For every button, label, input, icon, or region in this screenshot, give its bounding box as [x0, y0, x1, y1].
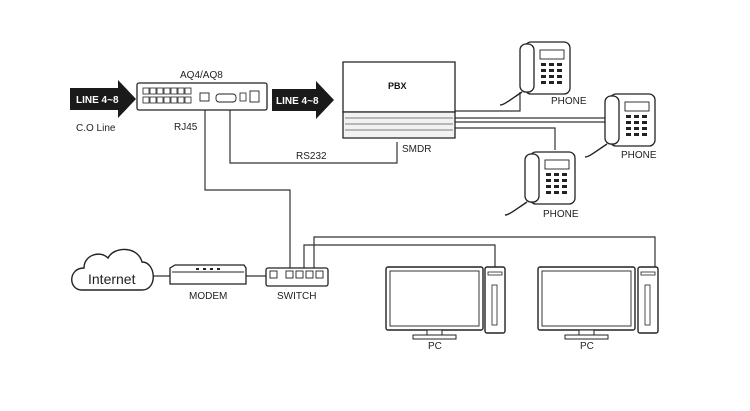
switch-pc2-wire: [313, 236, 656, 270]
smdr-label: SMDR: [402, 144, 431, 155]
phone-icon: [504, 151, 576, 216]
cloud-icon: [71, 248, 154, 291]
modem-label: MODEM: [189, 291, 227, 302]
tower-icon: [484, 266, 506, 334]
wires: [150, 92, 656, 277]
pbx-arrow-label: LINE 4~8: [276, 96, 319, 107]
monitor-icon: [385, 266, 484, 340]
switch-icon: [265, 267, 329, 287]
internet-label: Internet: [88, 271, 136, 287]
co-line-label: C.O Line: [76, 123, 116, 134]
tower-icon: [637, 266, 659, 334]
rj45-wire: [204, 106, 291, 270]
pc-2-label: PC: [580, 341, 594, 352]
phone-1-label: PHONE: [551, 96, 587, 107]
pc-1-label: PC: [428, 341, 442, 352]
phone-2-label: PHONE: [621, 150, 657, 161]
co-line-arrow-label: LINE 4~8: [76, 95, 119, 106]
phone-icon: [584, 93, 656, 158]
phone-3-label: PHONE: [543, 209, 579, 220]
rs232-wire: [229, 106, 398, 164]
recorder-icon: [136, 82, 268, 111]
recorder-label: AQ4/AQ8: [180, 70, 223, 81]
pbx-arrow-icon: [272, 81, 334, 119]
phone-icon: [499, 41, 571, 106]
pbx-phone1-wire: [455, 92, 521, 112]
co-line-arrow-icon: [70, 80, 136, 118]
pbx-phone3-wire: [455, 127, 556, 150]
pbx-icon: [342, 61, 456, 139]
pbx-label: PBX: [388, 81, 407, 91]
switch-pc1-wire: [303, 244, 496, 270]
rj45-label: RJ45: [174, 122, 198, 133]
monitor-icon: [537, 266, 636, 340]
rs232-label: RS232: [296, 151, 327, 162]
switch-label: SWITCH: [277, 291, 316, 302]
modem-icon: [169, 264, 247, 285]
